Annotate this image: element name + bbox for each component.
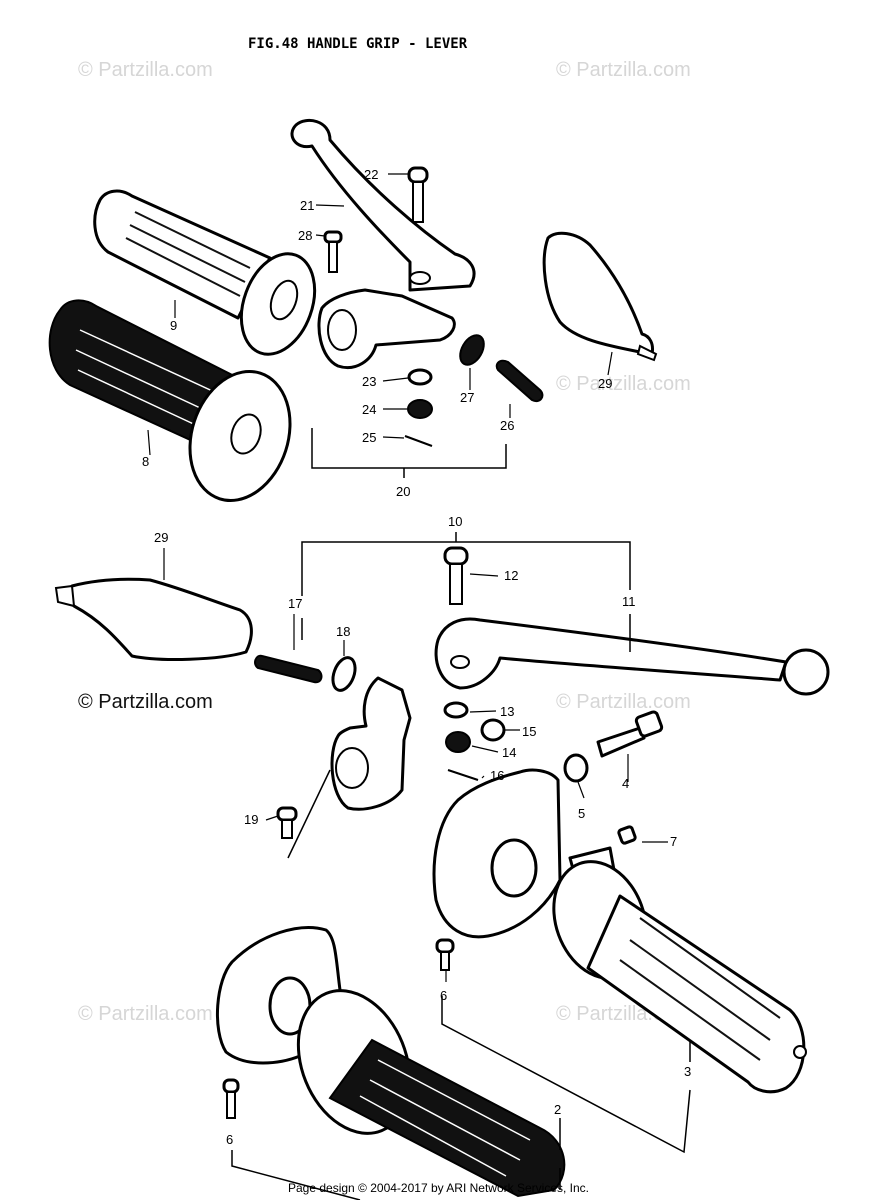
callout-15: 15 — [522, 724, 536, 739]
callout-7: 7 — [670, 834, 677, 849]
figure-title: FIG.48 HANDLE GRIP - LEVER — [248, 36, 468, 52]
callout-14: 14 — [502, 745, 516, 760]
callout-6: 6 — [440, 988, 447, 1003]
callout-27: 27 — [460, 390, 474, 405]
nut-part-24[interactable] — [407, 399, 433, 419]
lever-holder-part-10[interactable] — [330, 676, 412, 811]
grip-part-8[interactable] — [48, 299, 306, 513]
insert-part-7[interactable] — [617, 825, 637, 845]
pin-part-16[interactable] — [447, 769, 479, 781]
grip-part-3[interactable] — [538, 846, 807, 1094]
callout-4: 4 — [622, 776, 629, 791]
washer-part-13[interactable] — [443, 701, 469, 719]
screw-part-19[interactable] — [276, 806, 298, 839]
washer-part-27[interactable] — [455, 331, 488, 369]
copyright-footer: Page design © 2004-2017 by ARI Network S… — [288, 1181, 589, 1195]
lever-cover-part-29[interactable] — [54, 577, 253, 661]
lever-part-11[interactable] — [434, 617, 830, 696]
callout-10: 10 — [448, 514, 462, 529]
callout-24: 24 — [362, 402, 376, 417]
bolt-part-12[interactable] — [443, 546, 469, 605]
callout-22: 22 — [364, 167, 378, 182]
watermark: © Partzilla.com — [556, 59, 691, 81]
assembly-lines — [441, 996, 691, 1154]
nut-part-5[interactable] — [563, 753, 589, 783]
callout-6: 6 — [226, 1132, 233, 1147]
adjuster-part-26[interactable] — [495, 359, 544, 402]
pin-part-25[interactable] — [404, 435, 433, 447]
assembly-lines — [287, 769, 331, 859]
assembly-bracket-20 — [311, 428, 507, 469]
nut-part-15[interactable] — [480, 718, 506, 742]
washer-part-18[interactable] — [329, 655, 359, 694]
watermark: © Partzilla.com — [556, 373, 691, 395]
callout-20: 20 — [396, 484, 410, 499]
callout-16: 16 — [490, 768, 504, 783]
callout-23: 23 — [362, 374, 376, 389]
callout-2: 2 — [554, 1102, 561, 1117]
callout-28: 28 — [298, 228, 312, 243]
grip-part-2[interactable] — [278, 974, 566, 1198]
callout-29: 29 — [154, 530, 168, 545]
throttle-housing[interactable] — [432, 768, 562, 939]
lever-part-21[interactable] — [290, 119, 476, 292]
grip-part-9[interactable] — [93, 189, 328, 364]
bolt-part-22[interactable] — [407, 166, 429, 223]
washer-part-23[interactable] — [407, 368, 433, 386]
screw-part-6[interactable] — [222, 1078, 240, 1119]
watermark: © Partzilla.com — [78, 59, 213, 81]
assembly-bracket-10 — [301, 541, 631, 596]
callout-3: 3 — [684, 1064, 691, 1079]
screw-part-28[interactable] — [323, 230, 343, 273]
bolt-part-4[interactable] — [596, 710, 664, 758]
callout-29: 29 — [598, 376, 612, 391]
callout-21: 21 — [300, 198, 314, 213]
watermark: © Partzilla.com — [78, 1003, 213, 1025]
callout-11: 11 — [622, 594, 636, 609]
callout-18: 18 — [336, 624, 350, 639]
callout-13: 13 — [500, 704, 514, 719]
callout-9: 9 — [170, 318, 177, 333]
lever-holder-part-20[interactable] — [317, 288, 456, 369]
callout-26: 26 — [500, 418, 514, 433]
callout-12: 12 — [504, 568, 518, 583]
nut-part-14[interactable] — [445, 731, 471, 753]
callout-8: 8 — [142, 454, 149, 469]
callout-19: 19 — [244, 812, 258, 827]
watermark: © Partzilla.com — [78, 691, 213, 713]
callout-25: 25 — [362, 430, 376, 445]
callout-5: 5 — [578, 806, 585, 821]
screw-part-6[interactable] — [435, 938, 455, 971]
lever-cover-part-29[interactable] — [542, 231, 658, 362]
watermark: © Partzilla.com — [556, 691, 691, 713]
adjuster-part-17[interactable] — [254, 654, 323, 684]
callout-17: 17 — [288, 596, 302, 611]
assembly-lines — [231, 1150, 361, 1200]
